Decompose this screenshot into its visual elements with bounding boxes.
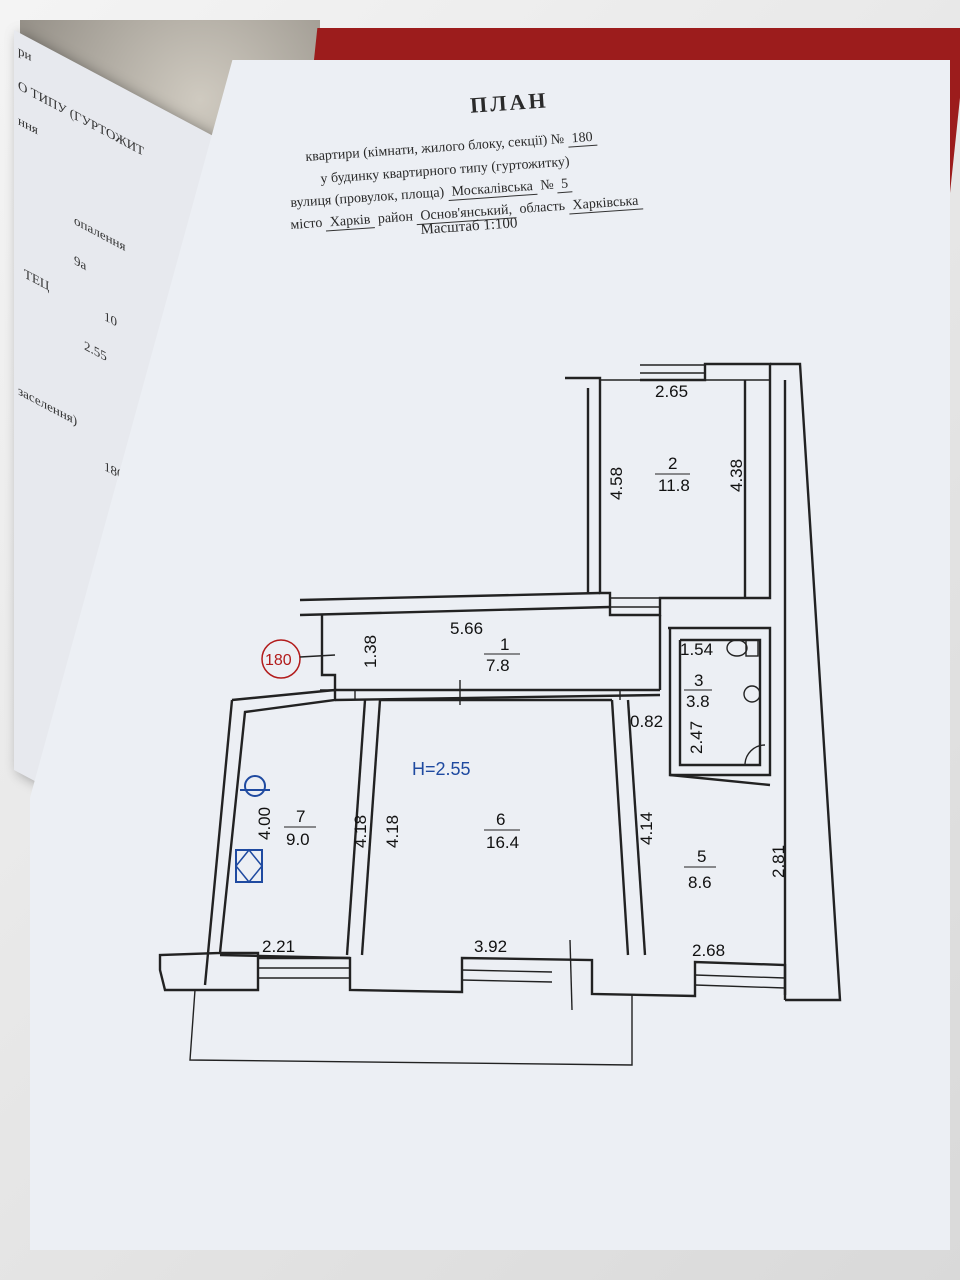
dim-r5-bottom: 2.68 bbox=[692, 941, 725, 960]
ceiling-height: H=2.55 bbox=[412, 759, 471, 779]
apartment-marker-label: 180 bbox=[265, 652, 292, 669]
room-2-number: 2 bbox=[668, 454, 677, 473]
dim-r2-right: 4.38 bbox=[727, 459, 746, 492]
dim-r1-left: 1.38 bbox=[361, 635, 380, 668]
room-7-number: 7 bbox=[296, 807, 305, 826]
lower-walls bbox=[158, 362, 842, 1066]
room-6-area: 16.4 bbox=[486, 833, 519, 852]
dim-r2-top: 2.65 bbox=[655, 382, 688, 401]
room-5-area: 8.6 bbox=[688, 873, 712, 892]
room-5-number: 5 bbox=[697, 847, 706, 866]
dim-r5-right: 2.81 bbox=[769, 845, 788, 878]
dim-r3-gap: 0.82 bbox=[630, 712, 663, 731]
dim-r3-left: 2.47 bbox=[687, 721, 706, 754]
room-1-area: 7.8 bbox=[486, 656, 510, 675]
dim-r1-top: 5.66 bbox=[450, 619, 483, 638]
dim-r7-right: 4.18 bbox=[351, 815, 370, 848]
document-page bbox=[30, 60, 950, 1250]
room-3-number: 3 bbox=[694, 671, 703, 690]
room-6-number: 6 bbox=[496, 810, 505, 829]
room-7-fixtures bbox=[235, 775, 270, 884]
room-3-area: 3.8 bbox=[686, 692, 710, 711]
dim-r7-left: 4.00 bbox=[255, 807, 274, 840]
room-7-area: 9.0 bbox=[286, 830, 310, 849]
room-3-walls bbox=[668, 626, 772, 777]
room-1-walls bbox=[299, 591, 662, 692]
dim-r7-bottom: 2.21 bbox=[262, 937, 295, 956]
dim-r6-left: 4.18 bbox=[383, 815, 402, 848]
room-2-area: 11.8 bbox=[658, 476, 690, 495]
room-1-number: 1 bbox=[500, 635, 509, 654]
dim-r3-top: 1.54 bbox=[680, 640, 713, 659]
dim-r6-right: 4.14 bbox=[637, 812, 656, 845]
dim-r6-bottom: 3.92 bbox=[474, 937, 507, 956]
dim-r2-left: 4.58 bbox=[607, 467, 626, 500]
apartment-marker bbox=[261, 639, 301, 679]
